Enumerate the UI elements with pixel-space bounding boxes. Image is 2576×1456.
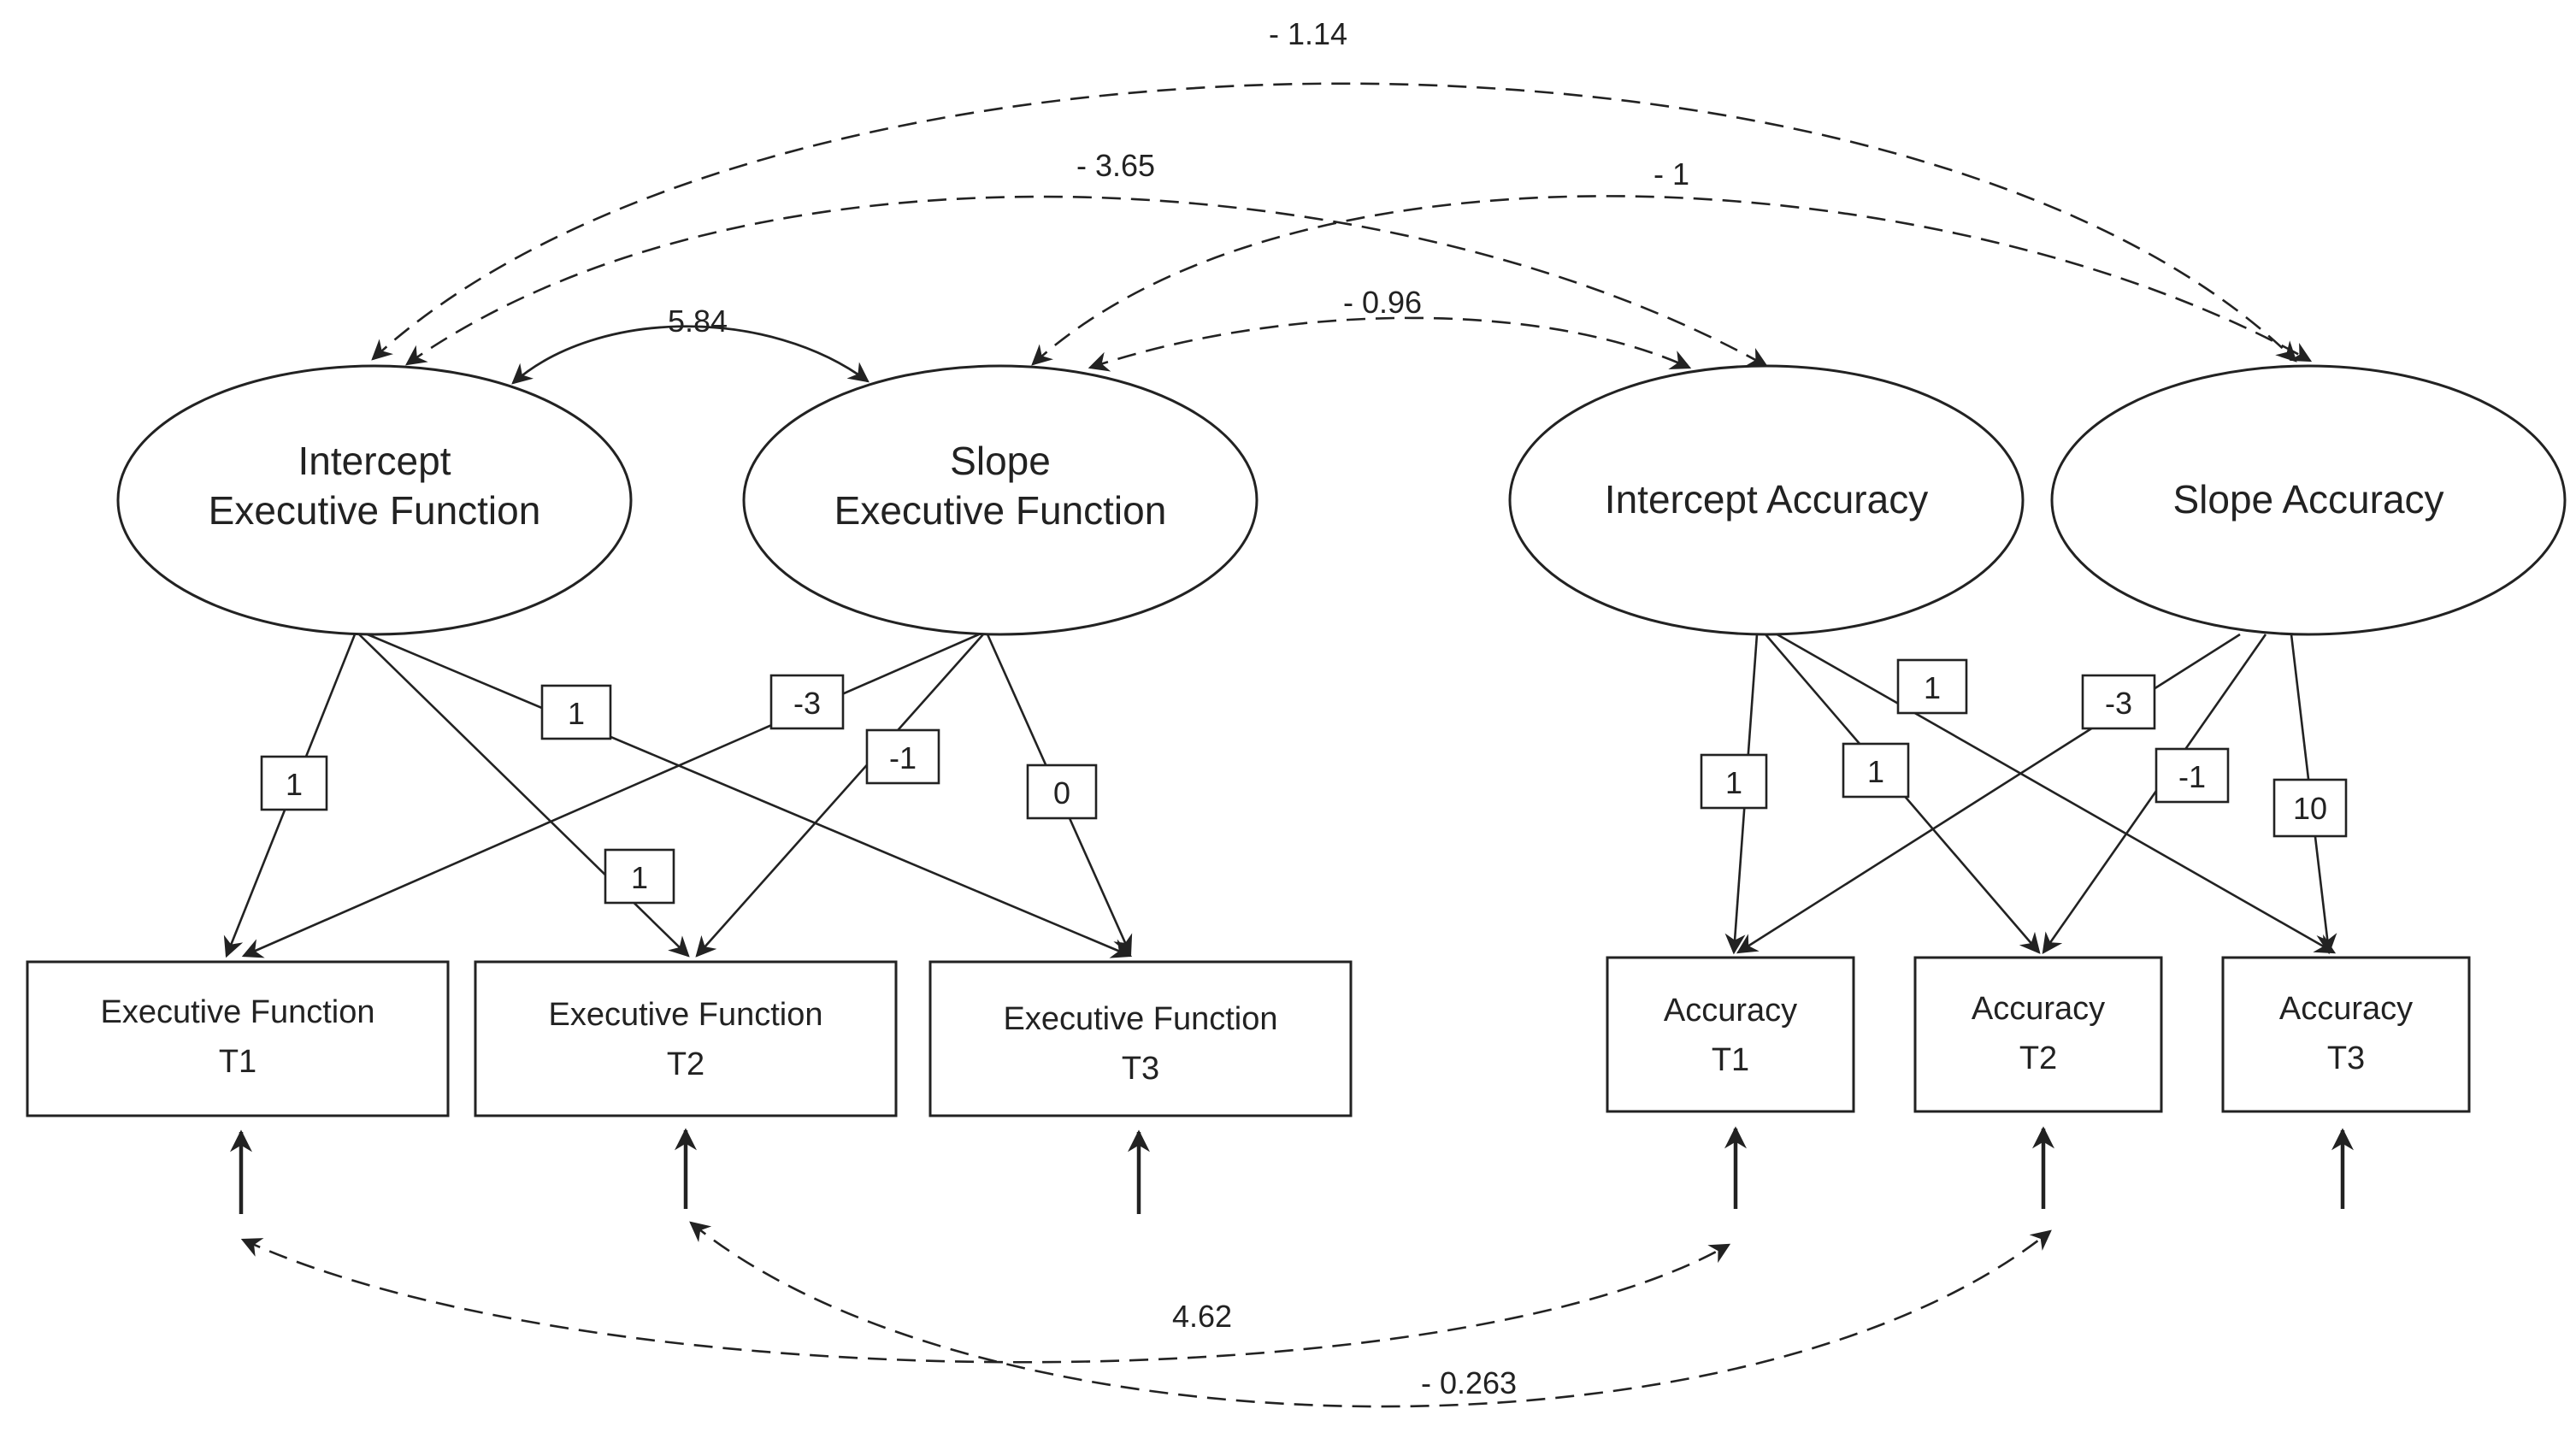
residual-covariances: 4.62 - 0.263 [240,1221,2052,1408]
covariance-label-int-ef-slope-acc: - 1.14 [1269,16,1347,51]
svg-text:1: 1 [1867,754,1884,789]
loading-box-slope-acc-t1: -3 [2081,674,2156,730]
loading-labels: 1 1 1 -3 -1 0 1 1 [260,658,2348,905]
covariance-curve-int-ef-slope-ef [511,325,869,385]
svg-text:10: 10 [2293,791,2327,826]
latent-slope-executive-function: Slope Executive Function [742,364,1259,636]
latent-intercept-accuracy: Intercept Accuracy [1508,364,2025,636]
loading-box-int-ef-t3: 1 [540,684,612,740]
covariance-label-ef-t1-acc-t1: 4.62 [1172,1299,1232,1334]
observed-executive-function-t1: Executive Function T1 [26,960,450,1117]
loading-box-slope-ef-t3: 0 [1026,763,1098,820]
svg-text:Executive Function: Executive Function [834,488,1167,533]
svg-text:1: 1 [1725,765,1742,800]
svg-text:T1: T1 [219,1044,256,1080]
svg-text:0: 0 [1053,775,1070,811]
covariance-curve-ef-t1-acc-t1 [240,1238,1731,1364]
covariance-label-int-ef-int-acc: - 3.65 [1076,148,1155,183]
path-int-acc-to-acc-t3 [1773,631,2337,954]
svg-text:1: 1 [568,696,585,731]
path-slope-acc-to-acc-t1 [1736,633,2241,954]
svg-text:T2: T2 [667,1046,704,1082]
svg-text:Accuracy: Accuracy [2279,991,2413,1027]
path-int-ef-to-ef-t2 [358,634,690,958]
svg-text:T1: T1 [1712,1042,1749,1078]
svg-text:Slope Accuracy: Slope Accuracy [2172,477,2443,522]
loading-box-int-acc-t3: 1 [1896,658,1968,715]
svg-text:Slope: Slope [950,439,1051,483]
loading-box-slope-ef-t1: -3 [769,674,845,730]
svg-text:T3: T3 [1122,1051,1159,1087]
svg-text:Executive Function: Executive Function [209,488,541,533]
covariance-curve-ef-t2-acc-t2 [689,1221,2052,1408]
svg-text:Intercept Accuracy: Intercept Accuracy [1605,477,1928,522]
path-slope-ef-to-ef-t1 [241,633,980,958]
latent-covariances [371,82,2313,385]
svg-text:Accuracy: Accuracy [1664,993,1797,1029]
svg-text:-3: -3 [2105,686,2132,721]
covariance-curve-slope-ef-int-acc [1088,316,1692,372]
observed-accuracy-t2: Accuracy T2 [1913,956,2163,1113]
latent-factors: Intercept Executive Function Slope Execu… [116,364,2567,636]
loading-box-slope-acc-t3: 10 [2272,778,2348,838]
covariance-label-int-ef-slope-ef: 5.84 [668,304,728,339]
svg-text:1: 1 [631,860,648,895]
observed-accuracy-t1: Accuracy T1 [1606,956,1855,1113]
loading-box-int-acc-t2: 1 [1842,742,1910,799]
observed-executive-function-t3: Executive Function T3 [928,960,1353,1117]
svg-text:Accuracy: Accuracy [1972,991,2105,1027]
svg-text:T3: T3 [2327,1040,2365,1076]
svg-text:Executive Function: Executive Function [548,997,822,1033]
svg-text:Executive Function: Executive Function [100,994,374,1030]
svg-text:Intercept: Intercept [298,439,451,483]
observed-variables: Executive Function T1 Executive Function… [26,956,2471,1117]
loading-box-int-ef-t1: 1 [260,755,328,811]
loading-box-int-ef-t2: 1 [604,848,675,905]
svg-text:1: 1 [286,767,303,802]
svg-text:-3: -3 [793,686,821,721]
observed-accuracy-t3: Accuracy T3 [2221,956,2471,1113]
loading-box-slope-ef-t2: -1 [865,728,940,785]
path-slope-ef-to-ef-t2 [695,634,984,958]
loading-paths [223,631,2337,958]
covariance-label-slope-ef-slope-acc: - 1 [1653,156,1689,192]
loading-box-slope-acc-t2: -1 [2155,747,2230,804]
svg-text:T2: T2 [2019,1040,2057,1076]
latent-covariance-labels: - 1.14 - 3.65 - 1 - 0.96 5.84 [668,16,1689,339]
covariance-curve-int-ef-slope-acc [371,82,2297,363]
residual-arrows [230,1126,2354,1214]
path-slope-acc-to-acc-t2 [2042,634,2267,954]
svg-text:-1: -1 [889,740,917,775]
latent-intercept-executive-function: Intercept Executive Function [116,364,633,636]
covariance-curve-slope-ef-slope-acc [1031,195,2313,366]
svg-text:1: 1 [1924,670,1941,705]
svg-text:-1: -1 [2178,759,2206,794]
path-int-ef-to-ef-t3 [363,631,1133,958]
svg-text:Executive Function: Executive Function [1003,1001,1277,1037]
covariance-curve-int-ef-int-acc [405,195,1769,368]
latent-slope-accuracy: Slope Accuracy [2050,364,2567,636]
loading-box-int-acc-t1: 1 [1700,753,1768,810]
covariance-label-slope-ef-int-acc: - 0.96 [1343,285,1422,320]
covariance-label-ef-t2-acc-t2: - 0.263 [1421,1365,1517,1400]
observed-executive-function-t2: Executive Function T2 [474,960,898,1117]
